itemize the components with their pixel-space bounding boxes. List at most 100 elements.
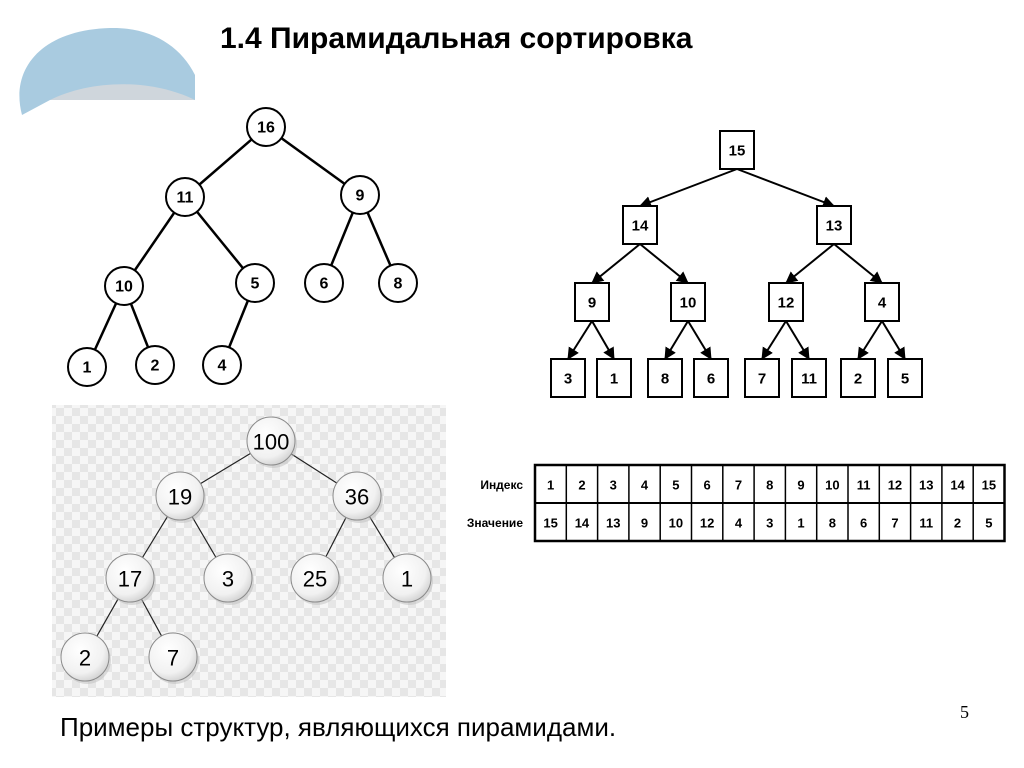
value-cell: 5 bbox=[985, 516, 992, 531]
node-box bbox=[840, 358, 876, 398]
node-label: 1 bbox=[401, 567, 413, 592]
node-box bbox=[622, 205, 658, 245]
index-cell: 9 bbox=[797, 478, 804, 493]
value-cell: 10 bbox=[669, 516, 683, 531]
edge-b12-b11 bbox=[785, 320, 810, 360]
node-label: 3 bbox=[222, 567, 234, 592]
node-label: 4 bbox=[218, 358, 227, 375]
node-box bbox=[864, 282, 900, 322]
edge-b4-b2 bbox=[857, 320, 883, 360]
node-label: 25 bbox=[303, 567, 327, 592]
node-box bbox=[816, 205, 852, 245]
index-cell: 5 bbox=[672, 478, 679, 493]
value-cell: 15 bbox=[543, 516, 557, 531]
node-circle bbox=[304, 263, 344, 303]
value-cell: 7 bbox=[891, 516, 898, 531]
node-box bbox=[596, 358, 632, 398]
node-label: 10 bbox=[680, 295, 697, 312]
node-label: 4 bbox=[878, 295, 887, 312]
edge-b15-b13 bbox=[736, 168, 835, 208]
node-circle bbox=[202, 345, 242, 385]
node-circle bbox=[165, 177, 205, 217]
index-cell: 10 bbox=[825, 478, 839, 493]
edge-b15-b14 bbox=[639, 168, 738, 208]
node-bubble bbox=[60, 632, 110, 682]
value-cell: 8 bbox=[829, 516, 836, 531]
node-bubble bbox=[246, 416, 296, 466]
node-circle bbox=[246, 107, 286, 147]
node-label: 13 bbox=[826, 218, 843, 235]
node-box bbox=[744, 358, 780, 398]
node-label: 2 bbox=[151, 358, 160, 375]
node-label: 5 bbox=[251, 276, 260, 293]
node-circle bbox=[104, 266, 144, 306]
node-label: 36 bbox=[345, 485, 369, 510]
edge-b14-b10 bbox=[639, 243, 689, 284]
index-cell: 4 bbox=[641, 478, 649, 493]
row-label: Индекс bbox=[480, 478, 523, 492]
node-label: 7 bbox=[758, 371, 766, 388]
edge-b9-b3 bbox=[567, 320, 593, 360]
value-cell: 14 bbox=[575, 516, 590, 531]
node-label: 9 bbox=[588, 295, 596, 312]
value-cell: 6 bbox=[860, 516, 867, 531]
node-box bbox=[647, 358, 683, 398]
row-label: Значение bbox=[467, 516, 523, 530]
value-cell: 1 bbox=[797, 516, 804, 531]
node-label: 11 bbox=[801, 371, 817, 388]
node-circle bbox=[235, 263, 275, 303]
corner-decoration bbox=[19, 27, 195, 116]
index-cell: 2 bbox=[578, 478, 585, 493]
node-label: 19 bbox=[168, 485, 192, 510]
node-box bbox=[791, 358, 827, 398]
index-cell: 15 bbox=[982, 478, 996, 493]
index-cell: 14 bbox=[950, 478, 965, 493]
node-label: 16 bbox=[257, 120, 275, 137]
index-cell: 13 bbox=[919, 478, 933, 493]
node-label: 6 bbox=[320, 276, 329, 293]
node-circle bbox=[340, 175, 380, 215]
value-cell: 13 bbox=[606, 516, 620, 531]
node-label: 17 bbox=[118, 567, 142, 592]
node-label: 10 bbox=[115, 279, 133, 296]
node-box bbox=[693, 358, 729, 398]
value-cell: 4 bbox=[735, 516, 743, 531]
node-label: 14 bbox=[632, 218, 649, 235]
node-box bbox=[887, 358, 923, 398]
decoration-grey-fold bbox=[50, 84, 195, 100]
node-label: 11 bbox=[177, 190, 194, 207]
index-cell: 8 bbox=[766, 478, 773, 493]
node-label: 1 bbox=[83, 360, 92, 377]
page-number: 5 bbox=[960, 702, 969, 722]
node-circle bbox=[67, 347, 107, 387]
node-label: 15 bbox=[729, 143, 746, 160]
node-label: 1 bbox=[610, 371, 618, 388]
node-label: 8 bbox=[394, 276, 403, 293]
tree-nodes: 16 11 9 10 5 6 8 1 2 4 bbox=[67, 107, 418, 387]
node-bubble bbox=[148, 632, 198, 682]
index-cell: 1 bbox=[547, 478, 554, 493]
edge-b12-b7 bbox=[761, 320, 787, 360]
index-cell: 7 bbox=[735, 478, 742, 493]
edge-b10-b8 bbox=[664, 320, 689, 360]
value-cell: 9 bbox=[641, 516, 648, 531]
tree-edges bbox=[567, 168, 906, 360]
edge-b14-b9 bbox=[591, 243, 641, 284]
node-label: 6 bbox=[707, 371, 715, 388]
value-cell: 2 bbox=[954, 516, 961, 531]
edge-b10-b6 bbox=[687, 320, 712, 360]
node-box bbox=[670, 282, 706, 322]
node-label: 12 bbox=[778, 295, 795, 312]
node-circle bbox=[378, 263, 418, 303]
edge-b9-b1 bbox=[591, 320, 615, 360]
index-cell: 6 bbox=[704, 478, 711, 493]
slide-title: 1.4 Пирамидальная сортировка bbox=[220, 22, 693, 55]
node-label: 9 bbox=[356, 188, 365, 205]
node-bubble bbox=[290, 553, 340, 603]
